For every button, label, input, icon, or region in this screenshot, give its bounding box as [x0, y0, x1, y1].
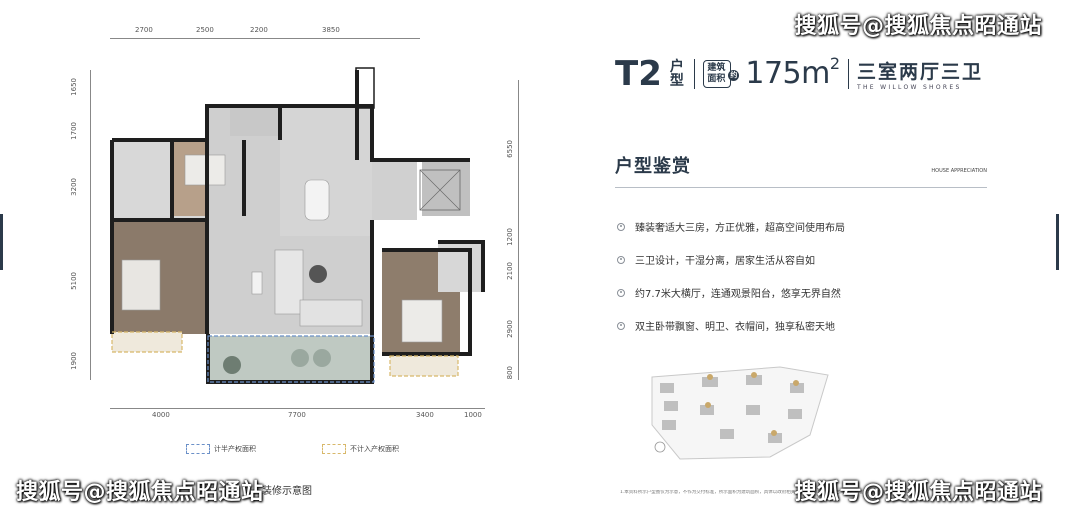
dimension-line-right — [518, 80, 519, 380]
legend-half-label: 计半产权面积 — [214, 445, 256, 453]
edge-mark-left — [0, 214, 3, 270]
bullet-icon — [617, 255, 625, 264]
layout-name: 三室两厅三卫 — [857, 60, 984, 83]
feature-list: 臻装奢适大三房，方正优雅，超高空间使用布局 三卫设计，干湿分离，居家生活从容自如… — [617, 210, 845, 342]
area-unit-sup: 2 — [829, 54, 840, 73]
unit-type-code: T2 — [615, 53, 662, 94]
section-divider — [615, 187, 987, 188]
watermark-bottom-left: 搜狐号@搜狐焦点昭通站 — [16, 480, 264, 505]
section-title: 户型鉴赏 — [615, 156, 691, 177]
feature-item: 约7.7米大横厅，连通观景阳台，悠享无界自然 — [617, 276, 845, 309]
dim-bottom-4: 1000 — [464, 411, 482, 419]
info-panel: T2 户型 建筑面积 约 175m2 三室两厅三卫 THE WILLOW SHO… — [595, 40, 1035, 480]
area-badge-label: 建筑面积 — [707, 62, 726, 84]
feature-text: 臻装奢适大三房，方正优雅，超高空间使用布局 — [635, 223, 845, 234]
floor-plan: 2700 2500 2200 3850 1650 1700 3200 5100 … — [60, 10, 560, 440]
decoration-caption: 装修示意图 — [262, 486, 312, 497]
dimension-line-bottom — [110, 408, 485, 409]
section-title-en: HOUSE APPRECIATION — [931, 168, 987, 174]
area-number: 175m — [745, 56, 830, 91]
dim-top-3: 2200 — [250, 26, 268, 34]
feature-item: 三卫设计，干湿分离，居家生活从容自如 — [617, 243, 845, 276]
area-value: 175m2 — [745, 54, 840, 91]
dim-bottom-3: 3400 — [416, 411, 434, 419]
layout-block: 三室两厅三卫 THE WILLOW SHORES — [857, 57, 983, 91]
dimension-line-left — [90, 70, 91, 380]
divider — [847, 58, 850, 89]
feature-text: 约7.7米大横厅，连通观景阳台，悠享无界自然 — [635, 289, 841, 300]
dim-top-1: 2700 — [135, 26, 153, 34]
title-row: T2 户型 建筑面积 约 175m2 三室两厅三卫 THE WILLOW SHO… — [615, 53, 983, 94]
dimension-line-top — [110, 38, 420, 39]
area-about-badge: 约 — [728, 69, 740, 81]
legend-excluded-label: 不计入产权面积 — [350, 445, 399, 453]
bullet-icon — [617, 288, 625, 297]
area-badge: 建筑面积 约 — [703, 59, 740, 88]
legend-half-area: 计半产权面积 — [186, 444, 256, 454]
site-plan-map — [651, 366, 829, 460]
divider — [693, 58, 696, 89]
dim-top-2: 2500 — [196, 26, 214, 34]
floor-plan-drawing — [110, 67, 485, 384]
project-name-en: THE WILLOW SHORES — [857, 83, 962, 91]
feature-text: 三卫设计，干湿分离，居家生活从容自如 — [635, 256, 815, 267]
feature-item: 双主卧带飘窗、明卫、衣帽间，独享私密天地 — [617, 309, 845, 342]
watermark-bottom-right: 搜狐号@搜狐焦点昭通站 — [794, 480, 1042, 505]
dim-bottom-1: 4000 — [152, 411, 170, 419]
watermark-top: 搜狐号@搜狐焦点昭通站 — [794, 14, 1042, 39]
unit-type-label: 户型 — [669, 58, 684, 89]
disclaimer: 1.本资料所示户型图仅为示意，不作为交付标准，所示面积为建筑面积，具体以政府相关… — [620, 490, 931, 495]
feature-item: 臻装奢适大三房，方正优雅，超高空间使用布局 — [617, 210, 845, 243]
dim-top-4: 3850 — [322, 26, 340, 34]
legend-excluded-area: 不计入产权面积 — [322, 444, 399, 454]
feature-text: 双主卧带飘窗、明卫、衣帽间，独享私密天地 — [635, 322, 835, 333]
dim-bottom-2: 7700 — [288, 411, 306, 419]
legend-excluded-swatch — [322, 444, 346, 454]
bullet-icon — [617, 222, 625, 231]
bullet-icon — [617, 321, 625, 330]
legend-half-swatch — [186, 444, 210, 454]
edge-mark-right — [1056, 214, 1059, 270]
